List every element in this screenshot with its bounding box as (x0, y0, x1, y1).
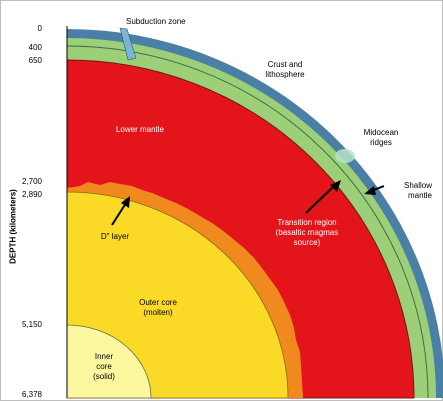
crust-label-line1: Crust and (267, 60, 303, 69)
depth-tick-2700: 2,700 (21, 177, 42, 186)
depth-tick-6378: 6,378 (21, 390, 42, 399)
d-layer-label: D" layer (100, 232, 130, 241)
inner-core-label-line2: core (96, 362, 112, 371)
transition-arrow (305, 180, 341, 214)
transition-label-line1: Transition region (277, 218, 337, 227)
inner-core-layer (66, 324, 152, 399)
transition-boundary (66, 45, 429, 399)
inner-core-label-line1: Inner (94, 352, 114, 361)
crust-label-line2: lithosphere (265, 70, 305, 79)
subduction-zone-label: Subduction zone (126, 17, 186, 26)
depth-tick-5150: 5,150 (21, 320, 42, 329)
transition-label-line3: source) (293, 238, 321, 247)
midocean-label-line1: Midocean (363, 128, 399, 137)
depth-axis-title: DEPTH (kilometers) (8, 189, 18, 264)
outer-core-label-line1: Outer core (139, 298, 177, 307)
depth-tick-2890: 2,890 (21, 190, 42, 199)
d-layer-arrow (111, 196, 130, 226)
subduction-zone-notch (119, 27, 137, 61)
midocean-ridge-glow (335, 149, 355, 163)
depth-tick-650: 650 (28, 56, 42, 65)
shallow-mantle-label-line2: mantle (407, 191, 432, 200)
midocean-label-line2: ridges (370, 138, 392, 147)
outer-core-label-line2: (molten) (143, 308, 173, 317)
depth-tick-400: 400 (28, 43, 42, 52)
shallow-mantle-label-line1: Shallow (403, 181, 432, 190)
shallow-mantle-arrow (364, 185, 385, 195)
transition-label-line2: (basaltic magmas (275, 228, 339, 237)
inner-core-label-line3: (solid) (93, 372, 115, 381)
lower-mantle-label: Lower mantle (115, 125, 165, 134)
depth-tick-0: 0 (37, 24, 42, 33)
